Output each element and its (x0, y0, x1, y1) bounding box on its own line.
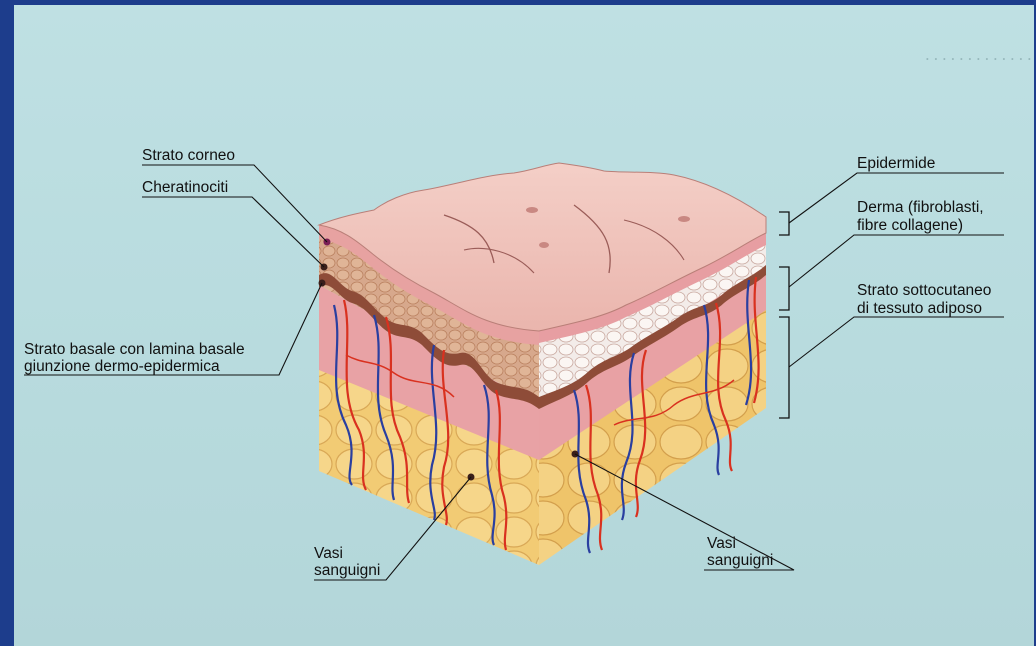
bracket-epidermide (779, 212, 789, 235)
label-strato-basale-line1: Strato basale con lamina basale (24, 341, 245, 358)
label-derma-line1: Derma (fibroblasti, (857, 199, 984, 216)
skin-cross-section-diagram: Strato corneo Cheratinociti Strato basal… (14, 5, 1034, 646)
diagram-panel: . . . . . . . . . . . . . . (14, 5, 1034, 646)
bracket-sottocutaneo (779, 317, 789, 418)
label-cheratinociti: Cheratinociti (142, 179, 228, 196)
label-sottocutaneo-line2: di tessuto adiposo (857, 300, 982, 317)
label-vasi-right-line1: Vasi (707, 535, 736, 552)
label-vasi-left-line2: sanguigni (314, 562, 380, 579)
label-sottocutaneo-line1: Strato sottocutaneo (857, 282, 991, 299)
label-epidermide: Epidermide (857, 155, 935, 172)
bracket-derma (779, 267, 789, 310)
label-vasi-right-line2: sanguigni (707, 552, 773, 569)
background-text-texture: . . . . . . . . . . . . . . (770, 45, 1034, 65)
label-vasi-left-line1: Vasi (314, 545, 343, 562)
layer-brackets (779, 212, 789, 418)
label-strato-corneo: Strato corneo (142, 147, 235, 164)
label-strato-basale-line2: giunzione dermo-epidermica (24, 358, 220, 375)
label-derma-line2: fibre collagene) (857, 217, 963, 234)
